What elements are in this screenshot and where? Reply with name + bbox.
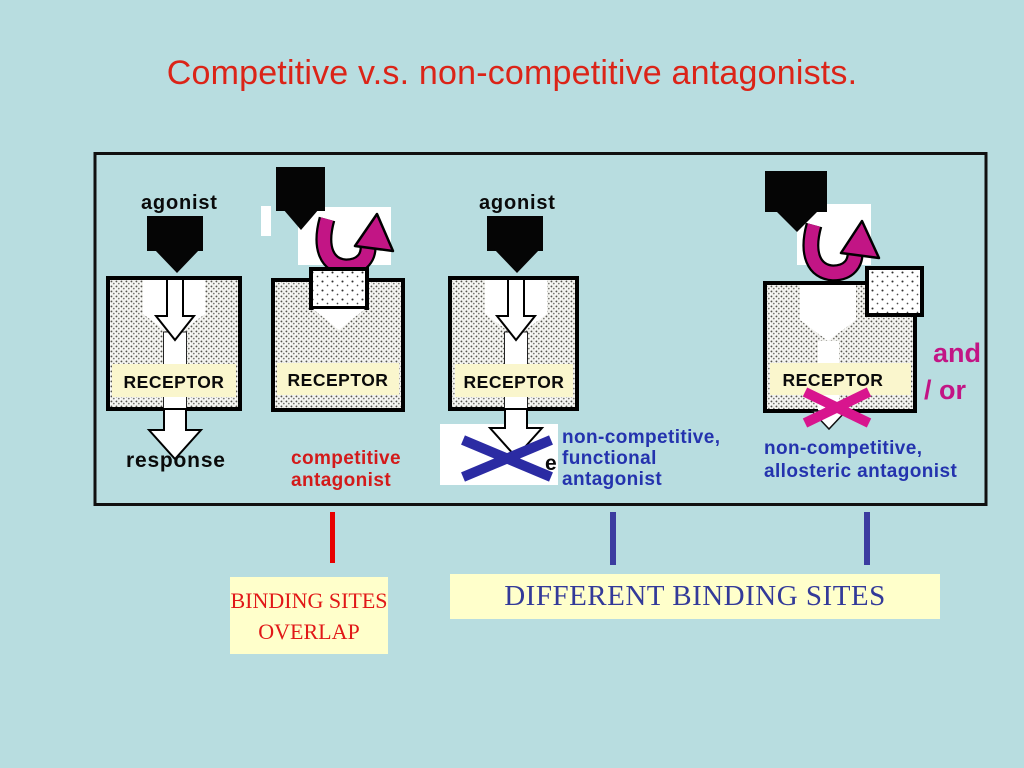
caption-functional-antagonist: non-competitive, functional antagonist	[562, 427, 721, 490]
agonist-label-1: agonist	[141, 192, 218, 214]
diagram-agonist-response: RECEPTOR	[106, 216, 242, 461]
bounce-arrowhead-icon	[839, 219, 881, 260]
connector-line-blue-2	[864, 512, 870, 565]
receptor-band	[770, 363, 911, 395]
receptor-band	[455, 364, 573, 397]
binding-site-slot	[800, 285, 856, 341]
agonist-plug-icon	[765, 171, 827, 212]
receptor-band-label: RECEPTOR	[783, 370, 884, 390]
binding-sites-overlap-box: BINDING SITES OVERLAP	[230, 577, 388, 654]
receptor-band-label: RECEPTOR	[464, 372, 565, 392]
different-binding-sites-box: DIFFERENT BINDING SITES	[450, 574, 940, 619]
diagram-competitive: RECEPTOR	[261, 167, 405, 412]
diagram-allosteric: RECEPTOR	[763, 171, 924, 431]
connector-line-red	[330, 512, 335, 563]
agonist-plug-icon	[147, 216, 203, 251]
binding-arrow-icon	[494, 278, 538, 342]
bounce-arrowhead-icon	[353, 212, 395, 253]
agonist-plug-icon	[276, 167, 325, 211]
receptor-band	[112, 364, 236, 397]
response-arrow-icon	[487, 408, 545, 459]
bounce-arrow-icon	[317, 217, 375, 274]
or-label: / or	[924, 375, 967, 405]
agonist-plug-tip-icon	[494, 249, 540, 273]
allosteric-antagonist-block-icon	[865, 266, 924, 317]
antagonist-block-icon	[309, 267, 369, 310]
receptor-band-label: RECEPTOR	[288, 370, 389, 390]
blocked-x-magenta-icon	[802, 387, 872, 428]
caption-competitive-antagonist: competitive antagonist	[291, 448, 401, 491]
caption-allosteric-antagonist: non-competitive, allosteric antagonist	[764, 438, 958, 482]
response-arrow-icon	[146, 408, 204, 461]
diagram-functional: RECEPTOR	[440, 216, 579, 485]
blocked-x-icon	[461, 435, 553, 482]
receptor-diagram-panel: RECEPTOR RECEPTOR RECEPTOR	[93, 152, 988, 506]
and-label: and	[933, 338, 982, 368]
connector-line-blue-1	[610, 512, 616, 565]
agonist-plug-icon	[487, 216, 543, 251]
agonist-plug-tip-icon	[154, 249, 200, 273]
response-label: response	[126, 449, 226, 472]
white-backdrop	[261, 206, 271, 236]
agonist-plug-tip-icon	[283, 209, 319, 230]
panel-border	[93, 152, 988, 506]
binding-site-slot	[313, 309, 365, 330]
receptor-band-label: RECEPTOR	[124, 372, 225, 392]
slide-title: Competitive v.s. non-competitive antagon…	[166, 54, 858, 92]
bounce-arrow-icon	[804, 223, 862, 280]
agonist-label-2: agonist	[479, 192, 556, 214]
receptor-band	[277, 363, 399, 395]
binding-arrow-icon	[153, 278, 197, 342]
agonist-plug-tip-icon	[776, 211, 818, 232]
hidden-response-letter: e	[545, 452, 557, 475]
